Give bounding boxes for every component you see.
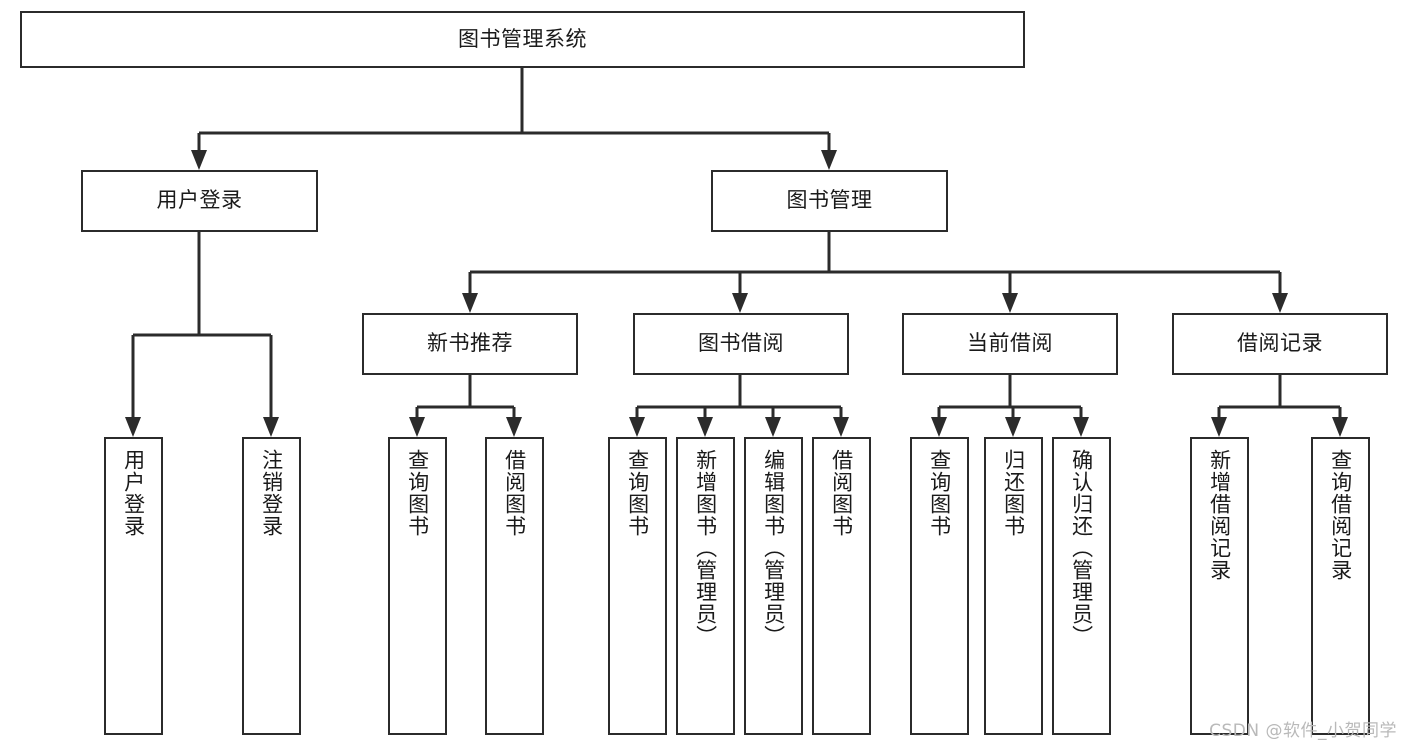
- root-box[interactable]: 图书管理系统: [20, 11, 1025, 68]
- leaf-box[interactable]: 编辑图书（管理员）: [744, 437, 803, 735]
- level3-label: 借阅记录: [1237, 331, 1323, 356]
- leaf-label: 注销登录: [259, 449, 284, 537]
- level2-box[interactable]: 用户登录: [81, 170, 318, 232]
- leaf-label: 确认归还（管理员）: [1069, 449, 1094, 647]
- leaf-box[interactable]: 注销登录: [242, 437, 301, 735]
- level2-label: 图书管理: [786, 188, 873, 213]
- leaf-label: 新增图书（管理员）: [693, 449, 718, 647]
- leaf-label: 借阅图书: [502, 449, 527, 537]
- leaf-label: 编辑图书（管理员）: [761, 449, 786, 647]
- leaf-label: 新增借阅记录: [1207, 449, 1232, 581]
- leaf-label: 查询借阅记录: [1328, 449, 1353, 581]
- level3-box[interactable]: 图书借阅: [633, 313, 849, 375]
- leaf-label: 归还图书: [1001, 449, 1026, 537]
- leaf-label: 查询图书: [927, 449, 952, 537]
- leaf-box[interactable]: 查询图书: [608, 437, 667, 735]
- leaf-box[interactable]: 归还图书: [984, 437, 1043, 735]
- leaf-box[interactable]: 借阅图书: [485, 437, 544, 735]
- leaf-box[interactable]: 查询图书: [388, 437, 447, 735]
- leaf-box[interactable]: 用户登录: [104, 437, 163, 735]
- level3-label: 新书推荐: [427, 331, 513, 356]
- level3-box[interactable]: 当前借阅: [902, 313, 1118, 375]
- root-label: 图书管理系统: [458, 26, 587, 51]
- level3-box[interactable]: 新书推荐: [362, 313, 578, 375]
- leaf-label: 查询图书: [405, 449, 430, 537]
- level3-label: 当前借阅: [967, 331, 1053, 356]
- leaf-box[interactable]: 查询借阅记录: [1311, 437, 1370, 735]
- leaf-box[interactable]: 新增图书（管理员）: [676, 437, 735, 735]
- level2-box[interactable]: 图书管理: [711, 170, 948, 232]
- leaf-label: 查询图书: [625, 449, 650, 537]
- watermark: CSDN @软件_小贺同学: [1209, 721, 1397, 741]
- leaf-box[interactable]: 新增借阅记录: [1190, 437, 1249, 735]
- level2-label: 用户登录: [156, 188, 243, 213]
- leaf-box[interactable]: 借阅图书: [812, 437, 871, 735]
- leaf-box[interactable]: 查询图书: [910, 437, 969, 735]
- leaf-label: 借阅图书: [829, 449, 854, 537]
- level3-box[interactable]: 借阅记录: [1172, 313, 1388, 375]
- leaf-box[interactable]: 确认归还（管理员）: [1052, 437, 1111, 735]
- leaf-label: 用户登录: [121, 449, 146, 537]
- level3-label: 图书借阅: [698, 331, 784, 356]
